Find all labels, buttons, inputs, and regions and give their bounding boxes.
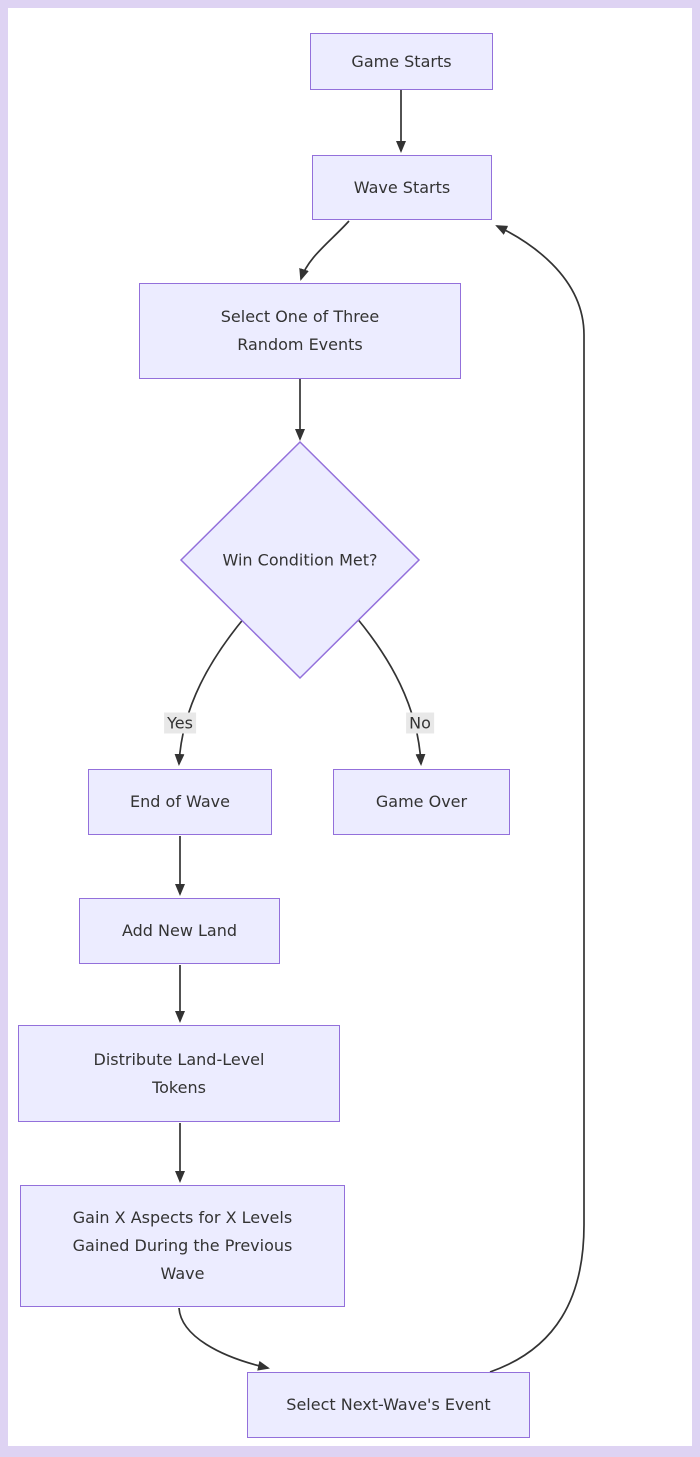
- node-select-events-label: Select One of Three Random Events: [220, 307, 380, 354]
- node-game-starts: Game Starts: [310, 33, 493, 90]
- node-end-of-wave-label: End of Wave: [130, 792, 230, 811]
- node-game-over: Game Over: [333, 769, 510, 835]
- edge-win-condition-to-game-over-no: [355, 616, 426, 766]
- edge-label-yes: Yes: [164, 712, 196, 734]
- edge-wave-starts-to-select-events: [299, 220, 350, 281]
- edge-gain-aspects-to-select-next-wave: [178, 1307, 270, 1371]
- edge-label-no: No: [406, 712, 434, 734]
- node-gain-aspects-label: Gain X Aspects for X Levels Gained Durin…: [72, 1208, 293, 1283]
- node-win-condition-label: Win Condition Met?: [222, 550, 378, 570]
- node-win-condition-diamond-shape: [179, 440, 421, 680]
- node-end-of-wave: End of Wave: [88, 769, 272, 835]
- node-distribute-tokens-label: Distribute Land-Level Tokens: [93, 1049, 265, 1097]
- node-select-next-wave: Select Next-Wave's Event: [247, 1372, 530, 1438]
- edge-select-next-wave-to-wave-starts-loop: [489, 225, 585, 1373]
- edge-win-condition-to-end-of-wave-yes: [174, 616, 246, 766]
- node-add-new-land-label: Add New Land: [121, 921, 238, 940]
- node-wave-starts: Wave Starts: [312, 155, 492, 220]
- node-game-starts-label: Game Starts: [351, 51, 452, 71]
- node-gain-aspects: Gain X Aspects for X Levels Gained Durin…: [20, 1185, 345, 1307]
- node-add-new-land: Add New Land: [79, 898, 280, 964]
- node-distribute-tokens: Distribute Land-Level Tokens: [18, 1025, 340, 1122]
- node-select-events: Select One of Three Random Events: [139, 283, 461, 379]
- node-wave-starts-label: Wave Starts: [353, 177, 451, 197]
- node-select-next-wave-label: Select Next-Wave's Event: [286, 1395, 491, 1414]
- node-game-over-label: Game Over: [375, 792, 468, 811]
